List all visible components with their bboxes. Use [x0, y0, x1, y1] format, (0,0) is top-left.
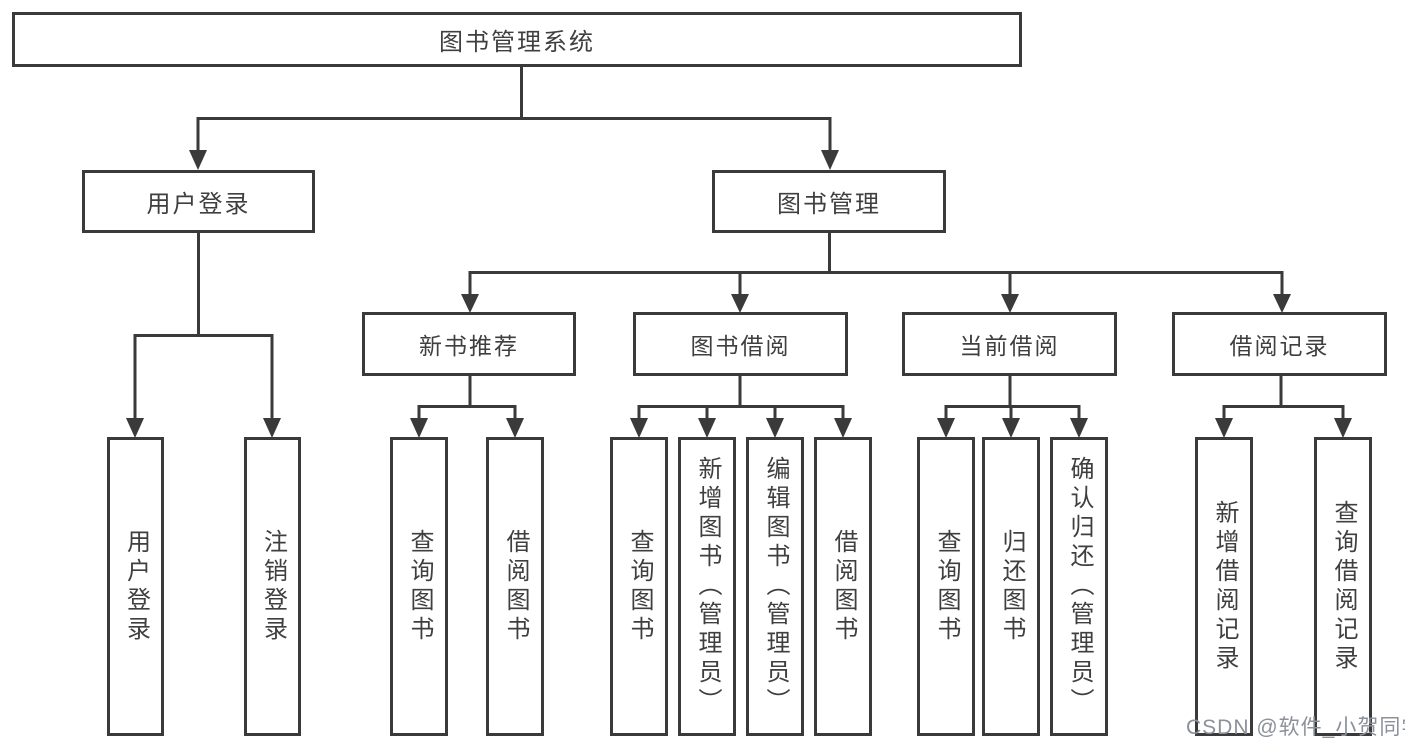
- leaf-borrow-books: 借阅图书: [814, 437, 872, 736]
- node-current-borrow: 当前借阅: [902, 312, 1117, 376]
- node-book-management: 图书管理: [712, 170, 946, 233]
- leaf-return-books: 归还图书: [982, 437, 1040, 736]
- node-library-management-system: 图书管理系统: [12, 12, 1022, 67]
- node-new-book-recommend: 新书推荐: [362, 312, 576, 376]
- connector-records-to-leaves: [1222, 376, 1345, 420]
- leaf-query-books: 查询图书: [610, 437, 668, 736]
- leaf-label: 编辑图书（管理员）: [762, 456, 789, 717]
- connector-current-to-leaves: [944, 376, 1081, 420]
- leaf-add-borrow-record: 新增借阅记录: [1195, 437, 1253, 736]
- leaf-label: 查询图书: [626, 528, 653, 645]
- node-book-borrow: 图书借阅: [633, 312, 848, 376]
- node-label: 新书推荐: [419, 333, 519, 359]
- leaf-confirm-return-admin: 确认归还（管理员）: [1050, 437, 1108, 736]
- leaf-query-books: 查询图书: [917, 437, 975, 736]
- leaf-logout: 注销登录: [244, 437, 301, 736]
- connector-borrow-to-leaves: [637, 376, 845, 420]
- node-label: 图书借阅: [690, 333, 791, 359]
- leaf-borrow-books: 借阅图书: [486, 437, 544, 736]
- leaf-label: 新增图书（管理员）: [694, 456, 721, 717]
- arrowheads: [126, 150, 1352, 438]
- leaf-label: 用户登录: [122, 528, 150, 645]
- leaf-label: 借阅图书: [830, 528, 857, 645]
- node-user-login: 用户登录: [82, 170, 315, 233]
- leaf-label: 查询借阅记录: [1330, 499, 1357, 674]
- leaf-label: 归还图书: [998, 528, 1025, 645]
- leaf-edit-books-admin: 编辑图书（管理员）: [746, 437, 804, 736]
- node-label: 用户登录: [146, 191, 251, 218]
- connector-recommend-to-leaves: [417, 376, 517, 420]
- leaf-add-books-admin: 新增图书（管理员）: [678, 437, 736, 736]
- connector-root-to-level2: [196, 67, 832, 153]
- leaf-query-borrow-record: 查询借阅记录: [1314, 437, 1372, 736]
- leaf-label: 注销登录: [259, 528, 287, 645]
- connector-user-to-leaves: [133, 233, 274, 420]
- leaf-label: 查询图书: [406, 528, 433, 645]
- leaf-label: 确认归还（管理员）: [1066, 456, 1093, 717]
- leaf-query-books: 查询图书: [390, 437, 448, 736]
- leaf-label: 新增借阅记录: [1211, 499, 1238, 674]
- node-label: 借阅记录: [1229, 333, 1330, 359]
- leaf-label: 借阅图书: [502, 528, 529, 645]
- leaf-user-login: 用户登录: [107, 437, 164, 736]
- connector-management-to-level3: [468, 233, 1284, 296]
- watermark: CSDN @软件_小贺同学: [1186, 716, 1405, 739]
- node-borrow-records: 借阅记录: [1172, 312, 1387, 376]
- leaf-label: 查询图书: [933, 528, 960, 645]
- node-label: 当前借阅: [959, 333, 1060, 359]
- node-label: 图书管理系统: [439, 29, 595, 56]
- node-label: 图书管理: [777, 191, 881, 218]
